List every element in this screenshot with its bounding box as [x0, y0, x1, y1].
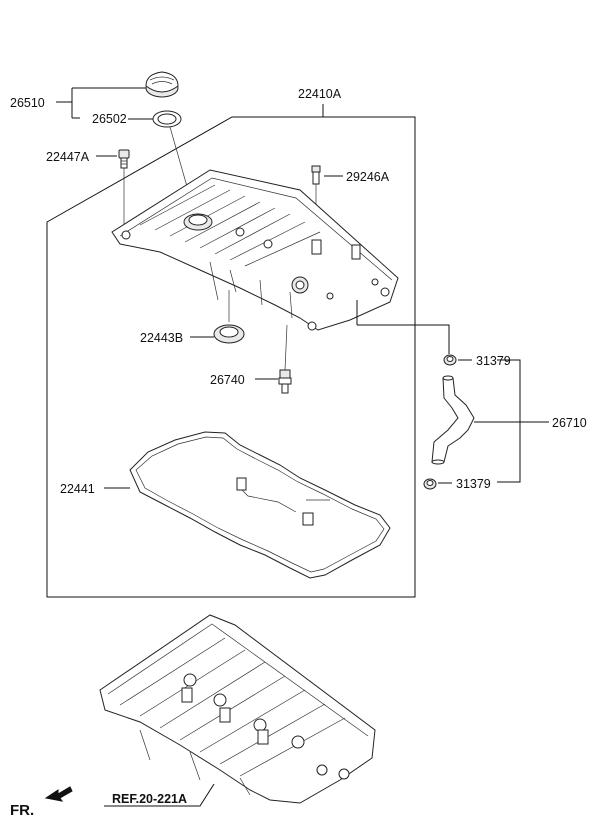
label-22443B: 22443B [140, 331, 183, 345]
label-22410A: 22410A [298, 87, 342, 101]
leader-26710 [474, 359, 549, 483]
oil-filler-cap[interactable] [145, 71, 179, 98]
stud-29246A[interactable] [311, 165, 321, 185]
bolt-22447A[interactable] [118, 149, 130, 169]
label-26502: 26502 [92, 112, 127, 126]
label-26710: 26710 [552, 416, 587, 430]
pcv-hose[interactable] [431, 375, 475, 465]
label-31379-top: 31379 [476, 354, 511, 368]
cover-gasket[interactable] [129, 431, 391, 579]
valve-cover[interactable] [111, 169, 399, 331]
oil-seal-22443B[interactable] [213, 324, 245, 344]
sensor-26740[interactable] [278, 369, 292, 394]
leader-hose-route [357, 324, 450, 354]
assembly-frame [46, 116, 416, 598]
front-arrow-icon [44, 786, 73, 802]
leader-26510 [56, 87, 146, 119]
leader-ref [104, 783, 215, 807]
hose-clamp-top[interactable] [443, 354, 457, 366]
label-22441: 22441 [60, 482, 95, 496]
label-29246A: 29246A [346, 170, 390, 184]
label-31379-bottom: 31379 [456, 477, 491, 491]
label-26740: 26740 [210, 373, 245, 387]
filler-cap-gasket[interactable] [152, 110, 182, 128]
hose-clamp-bottom[interactable] [423, 478, 437, 490]
label-ref: REF.20-221A [112, 792, 187, 806]
label-22447A: 22447A [46, 150, 90, 164]
label-26510: 26510 [10, 96, 45, 110]
sensor-alignment-line [284, 324, 288, 371]
cylinder-head-reference[interactable] [99, 614, 376, 804]
label-front: FR. [10, 802, 34, 819]
